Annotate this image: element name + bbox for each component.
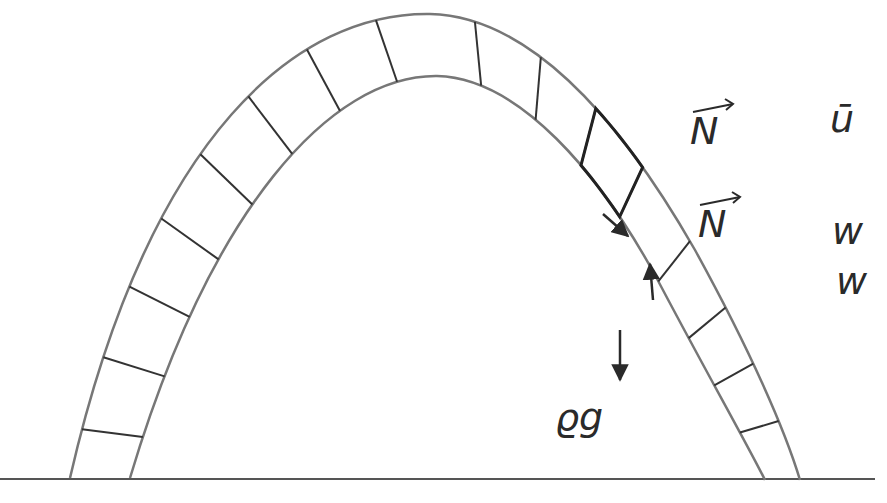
- margin-note: ū: [830, 100, 854, 138]
- block-joint: [536, 57, 541, 119]
- block-joint: [740, 421, 779, 432]
- force-label: N: [690, 112, 718, 150]
- block-joint: [689, 307, 726, 338]
- block-joint: [658, 241, 690, 281]
- vector-arrow: [732, 192, 740, 203]
- block-joint: [82, 429, 143, 437]
- weight-label: ϱg: [555, 398, 603, 436]
- force-label: N: [698, 205, 726, 243]
- vector-arrow: [725, 99, 733, 110]
- force-arrow: [619, 330, 622, 380]
- block-joint: [200, 154, 252, 204]
- block-joint: [161, 218, 218, 259]
- block-joint: [307, 49, 340, 110]
- force-arrow: [650, 264, 653, 300]
- block-joint: [248, 96, 292, 154]
- highlighted-block: [581, 108, 643, 216]
- margin-note: w: [836, 262, 867, 300]
- block-joint: [475, 22, 481, 86]
- block-joint: [103, 357, 164, 376]
- block-joint: [376, 20, 397, 82]
- block-joint: [129, 287, 189, 317]
- block-outline: [581, 108, 643, 216]
- block-joints: [82, 20, 779, 437]
- arch-intrados: [130, 76, 765, 480]
- arch-extrados: [70, 14, 800, 480]
- force-arrow: [603, 214, 628, 236]
- ground-line: [0, 478, 875, 480]
- block-joint: [714, 364, 753, 386]
- margin-note: w: [832, 212, 863, 250]
